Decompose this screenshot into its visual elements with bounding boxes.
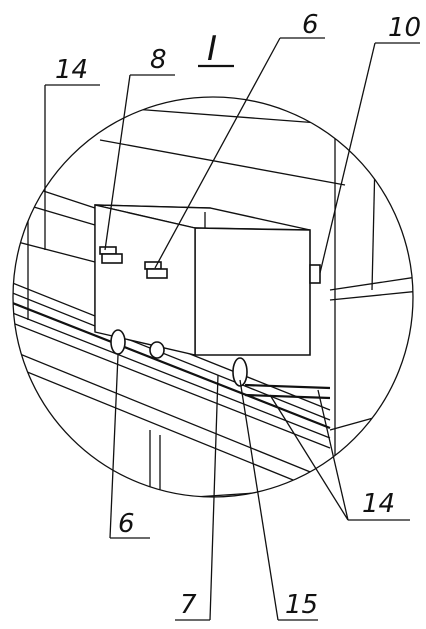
view-title: I <box>207 29 217 69</box>
detail-circle <box>12 96 414 498</box>
callout-7: 7 <box>180 590 197 620</box>
callout-8: 8 <box>150 45 167 75</box>
mechanism-detail <box>13 107 413 497</box>
callout-10: 10 <box>388 13 421 43</box>
callout-14-bottom-right: 14 <box>362 489 395 519</box>
callout-15: 15 <box>285 590 318 620</box>
leader-lines <box>44 37 420 621</box>
callout-6-bottom: 6 <box>118 509 135 539</box>
callout-6-top: 6 <box>302 10 319 40</box>
callout-14-top-left: 14 <box>55 55 88 85</box>
carriage-box <box>94 204 321 387</box>
